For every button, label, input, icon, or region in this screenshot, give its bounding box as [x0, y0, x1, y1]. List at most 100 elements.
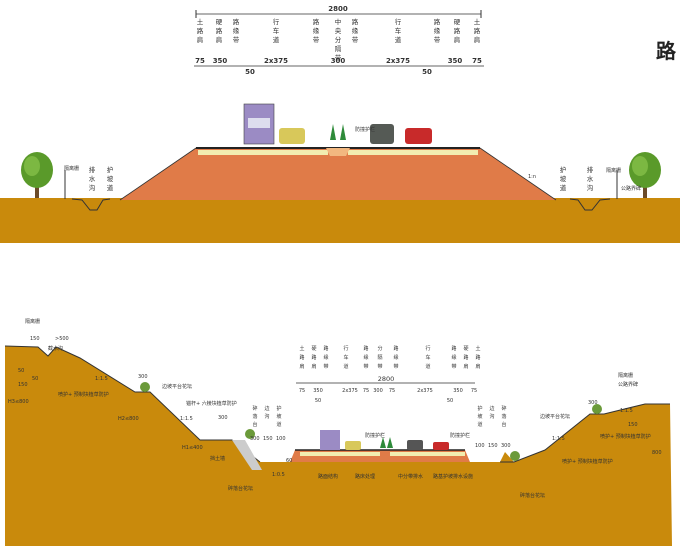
berm-label-char: 坡: [477, 413, 482, 420]
column-label-char: 缘: [434, 26, 441, 35]
dimension-label: 2x375: [342, 388, 358, 394]
column-label-char: 道: [273, 35, 280, 44]
column-label-char: 带: [393, 364, 398, 370]
title-fragment: 路: [656, 39, 677, 63]
dimension-label: 75: [363, 388, 369, 394]
annotation-label: 1:1.5: [95, 376, 108, 382]
dimension-label: 75: [195, 57, 205, 65]
column-label-char: 缘: [393, 354, 398, 361]
column-label-char: 缘: [352, 26, 359, 35]
dimension-label: 2x375: [417, 388, 433, 394]
column-label-char: 缘: [363, 354, 368, 361]
column-label-char: 缘: [233, 26, 240, 35]
annotation-label: 300: [138, 374, 148, 380]
column-label-char: 中: [335, 17, 342, 26]
column-label-char: 路: [299, 354, 304, 361]
annotation-label: 1:1.5: [620, 408, 633, 414]
berm-dimension: 100: [276, 436, 286, 442]
offset-dimension-label: 50: [315, 398, 321, 404]
berm-label-char: 边: [264, 405, 269, 412]
annotation-label: 防撞护栏: [450, 432, 470, 439]
column-label-char: 肩: [463, 363, 468, 370]
annotation-label: 隔离栅: [25, 318, 40, 325]
top-dimension-block: 2800 土路肩硬路肩路缘带行车道路缘带中央分隔带路缘带行车道路缘带硬路肩土路肩…: [194, 5, 484, 76]
annotation-label: 60: [286, 458, 292, 464]
annotation-label: 150: [18, 382, 28, 388]
column-label-char: 行: [343, 345, 348, 352]
column-label-char: 土: [475, 345, 480, 352]
dimension-label: 350: [313, 388, 323, 394]
column-label-char: 道: [343, 363, 348, 370]
column-label-char: 缘: [451, 354, 456, 361]
annotation-label: 150: [628, 422, 638, 428]
column-label-char: 硬: [454, 18, 461, 26]
column-label-char: 路: [323, 345, 328, 352]
cut-slope-ground: [5, 346, 672, 546]
column-label-char: 肩: [311, 363, 316, 370]
drain-ditch-right: [569, 198, 611, 211]
column-label-char: 肩: [474, 35, 481, 44]
annotation-label: 喷护+ 预制块植草防护: [562, 458, 613, 465]
column-label-char: 缘: [323, 354, 328, 361]
column-label-char: 路: [352, 17, 359, 26]
car-icon: [370, 124, 394, 144]
annotation-label: 1:0.5: [272, 472, 285, 478]
column-label-char: 肩: [454, 35, 461, 44]
berm-label-char: 道: [477, 421, 482, 428]
column-label-char: 行: [273, 17, 280, 26]
fence-label-right: 隔离栅: [606, 167, 621, 174]
column-label-char: 路: [311, 354, 316, 361]
side-label-char: 水: [587, 174, 594, 183]
berm-label-char: 碎: [501, 405, 506, 412]
annotation-label: 边坡平台花坛: [540, 413, 570, 420]
column-label-char: 带: [451, 364, 456, 370]
column-label-char: 路: [216, 26, 223, 35]
truck-icon: [243, 103, 275, 145]
annotation-label: 公路界碑: [618, 381, 638, 388]
truck-icon: [320, 430, 340, 450]
column-label-char: 带: [363, 364, 368, 370]
column-label-char: 隔: [335, 44, 342, 53]
berm-label-char: 落: [501, 413, 506, 420]
annotation-label: 50: [32, 376, 38, 382]
column-label-char: 肩: [216, 35, 223, 44]
dimension-label: 2x375: [264, 57, 288, 65]
car-icon: [345, 441, 361, 450]
column-label-char: 土: [197, 17, 204, 26]
annotation-label: 截水沟: [48, 345, 63, 352]
ground: [0, 198, 680, 243]
annotation-label: 路基护坡排水设施: [433, 473, 473, 480]
annotation-label: 锚杆+ 六棱块植草防护: [186, 400, 237, 407]
column-label-char: 带: [352, 36, 359, 44]
median: [326, 148, 350, 156]
annotation-label: 1:1.5: [180, 416, 193, 422]
dimension-label: 2x375: [386, 57, 410, 65]
side-label-char: 道: [107, 183, 114, 192]
column-label-char: 车: [343, 354, 348, 361]
drain-ditch-left: [71, 198, 111, 211]
column-label-char: 路: [363, 345, 368, 352]
berm-label-char: 台: [252, 421, 257, 428]
column-label-char: 带: [434, 36, 441, 44]
column-label-char: 路: [313, 17, 320, 26]
berm-dimension: 100: [475, 443, 485, 449]
annotation-label: 隔离栅: [618, 372, 633, 379]
car-icon: [407, 440, 423, 450]
total-width-label: 2800: [328, 5, 348, 13]
column-label-char: 土: [299, 345, 304, 352]
side-label-char: 排: [89, 165, 96, 174]
column-label-char: 土: [474, 17, 481, 26]
berm-dimension: 150: [263, 436, 273, 442]
annotation-label: 路面结构: [318, 473, 338, 480]
column-label-char: 路: [463, 354, 468, 361]
column-label-char: 车: [395, 26, 402, 35]
column-label-char: 硬: [216, 18, 223, 26]
height-label: H3≤800: [8, 399, 29, 405]
side-label-char: 坡: [560, 174, 567, 183]
side-label-char: 护: [560, 165, 567, 174]
annotation-label: 喷护+ 预制块植草防护: [600, 433, 651, 440]
offset-dimension-label: 50: [245, 68, 255, 76]
column-label-char: 央: [335, 26, 342, 35]
